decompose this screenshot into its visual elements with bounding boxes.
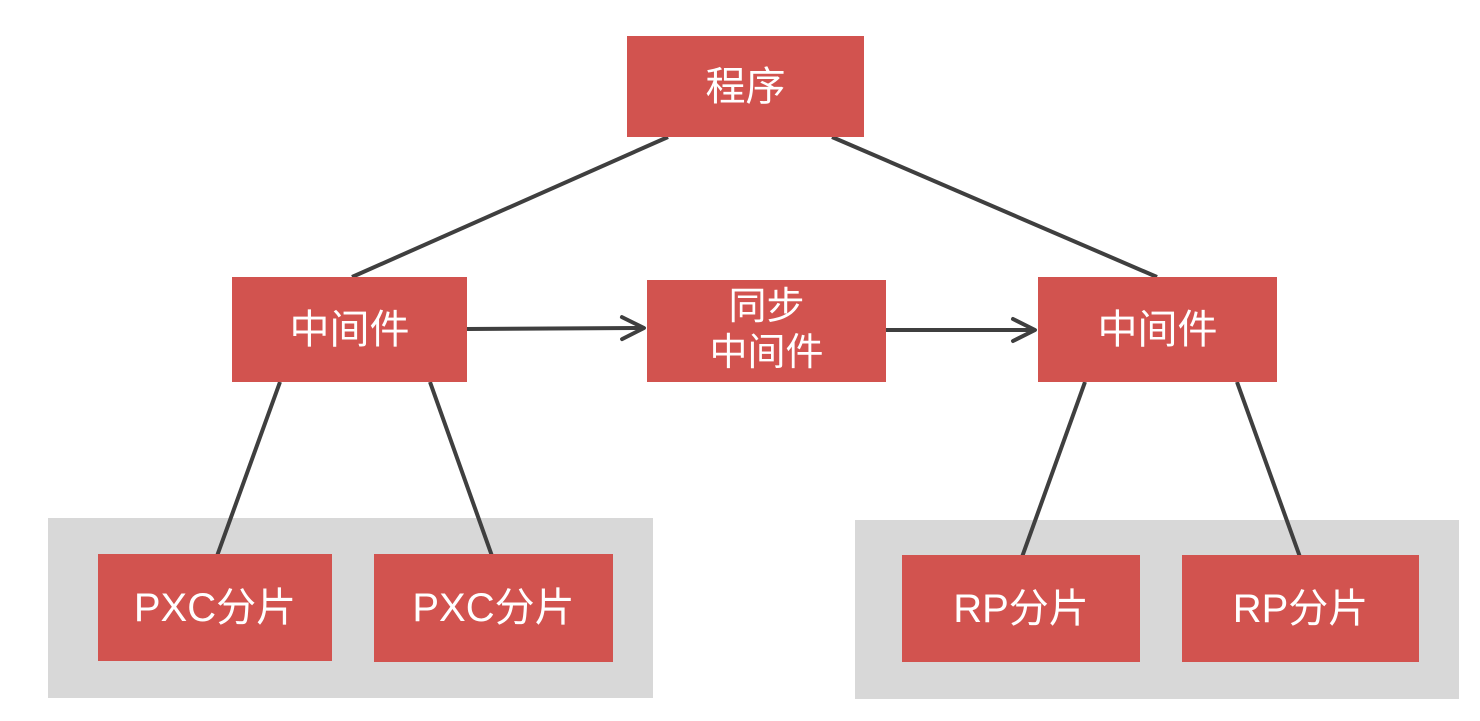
edge-middleware-right-to-rp-shard-2 — [1235, 381, 1302, 558]
node-program: 程序 — [627, 36, 864, 137]
edge-middleware-right-to-rp-shard-1 — [1020, 381, 1087, 558]
node-rp-shard-2: RP分片 — [1182, 555, 1419, 662]
edge-middleware-left-to-pxc-shard-1 — [215, 381, 282, 557]
edge-middleware-left-to-sync-middleware — [466, 315, 646, 342]
edge-program-to-middleware-left — [351, 135, 669, 279]
node-middleware-right: 中间件 — [1038, 277, 1277, 382]
node-middleware-left: 中间件 — [232, 277, 467, 382]
node-rp-shard-1: RP分片 — [902, 555, 1140, 662]
edge-program-to-middleware-right — [831, 135, 1158, 279]
edge-middleware-left-to-pxc-shard-2 — [428, 381, 494, 557]
node-pxc-shard-2: PXC分片 — [374, 554, 613, 662]
node-pxc-shard-1: PXC分片 — [98, 554, 332, 661]
node-sync-middleware: 同步 中间件 — [647, 280, 886, 382]
